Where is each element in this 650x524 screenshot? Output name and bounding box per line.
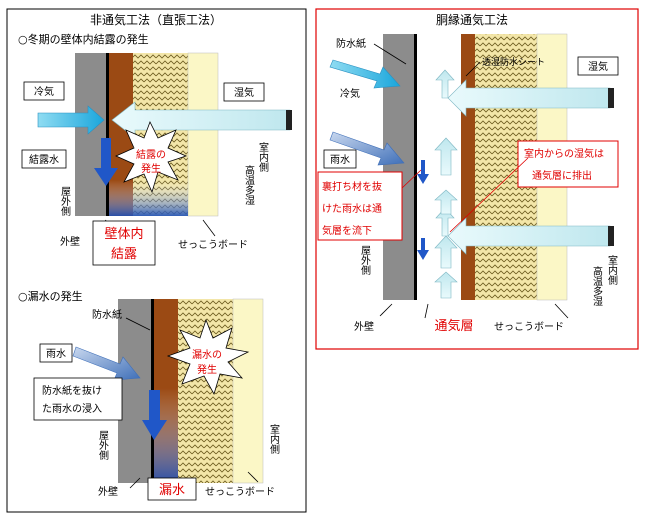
r-waterproof-leader — [373, 43, 407, 65]
top-diagram: ○冬期の壁体内結露の発生 冷気 湿気 結露水 結露の 発生 — [18, 32, 292, 266]
r-sheet-leader — [465, 61, 481, 77]
penetration-text-2: た雨水の浸入 — [42, 403, 102, 415]
inside-side-label-2: 室内側 — [268, 423, 280, 454]
indoor-moisture-text-2: 通気層に排出 — [532, 169, 592, 182]
r-moisture-box — [577, 56, 619, 76]
outer-wall-layer-2 — [118, 299, 154, 483]
outside-side-label-2: 屋外側 — [97, 430, 109, 460]
top-heading: ○冬期の壁体内結露の発生 — [18, 32, 149, 46]
r-moisture-arrow-bottom — [447, 217, 611, 255]
r-moisture-up-top — [435, 69, 455, 99]
gypsum-leader-2 — [247, 471, 259, 483]
waterproof-line — [106, 53, 109, 216]
r-cold-air-arrow — [329, 59, 401, 89]
leak-result-text: 漏水 — [159, 482, 185, 498]
r-gypsum-label: せっこうボード — [494, 321, 564, 333]
result-text-2: 結露 — [111, 247, 137, 262]
r-moisture-up-bottom — [435, 207, 455, 237]
left-title: 非通気工法（直張工法） — [90, 12, 222, 27]
leak-arrow — [142, 390, 167, 440]
leak-burst-text-1: 漏水の — [192, 349, 222, 361]
inside-side-label: 室内側 — [257, 141, 269, 172]
bottom-diagram: ○漏水の発生 防水紙 雨水 防水紙を抜け た雨水の浸入 漏水の 発生 屋外側 — [18, 289, 280, 501]
vent-up-arrow-3 — [434, 271, 458, 299]
r-cold-air-label: 冷気 — [340, 87, 360, 100]
result-box — [92, 220, 156, 266]
r-moisture-tail-bottom — [608, 226, 614, 246]
vent-up-arrow-1 — [434, 137, 458, 176]
waterproof-label: 防水紙 — [92, 308, 122, 321]
cold-air-arrow — [37, 105, 105, 135]
result-text-1: 壁体内 — [104, 226, 143, 242]
penetration-text-1: 防水紙を抜け — [42, 384, 102, 397]
burst-text-2: 発生 — [141, 162, 161, 175]
condensation-label: 結露水 — [29, 153, 59, 166]
rain-flow-text-3: 気層を流下 — [322, 224, 372, 237]
vent-up-arrow-4 — [434, 189, 458, 215]
outer-wall-layer — [75, 53, 109, 216]
r-waterproof-label: 防水紙 — [336, 37, 366, 50]
moisture-box — [223, 82, 265, 102]
r-vent-leader — [424, 303, 429, 319]
condensation-box — [21, 149, 67, 169]
r-waterproof-line — [414, 34, 417, 300]
leak-burst — [166, 318, 250, 396]
r-rain-label: 雨水 — [330, 154, 350, 166]
r-moisture-tail-top — [608, 88, 614, 108]
rain-flow-text-2: けた雨水は通 — [322, 203, 382, 215]
gypsum-leader — [202, 219, 216, 237]
moisture-label: 湿気 — [234, 86, 254, 99]
outer-wall-label-2: 外壁 — [98, 485, 118, 498]
burst-text-1: 結露の — [136, 148, 166, 161]
rain-label: 雨水 — [46, 348, 66, 360]
left-panel: 非通気工法（直張工法） ○冬期の壁体内結露の発生 冷気 湿気 結露水 — [6, 8, 307, 513]
r-vent-layer-label: 通気層 — [434, 318, 473, 334]
r-moisture-arrow-top — [447, 79, 611, 117]
rain-flow-text-1: 裏打ち材を抜 — [322, 180, 382, 193]
condensation-zone — [109, 180, 188, 216]
r-sheet-label: 透湿防水シート — [482, 56, 545, 68]
right-title: 胴縁通気工法 — [436, 12, 508, 27]
gypsum-label: せっこうボード — [178, 239, 248, 251]
leak-result-box — [147, 477, 197, 501]
moisture-arrow-tail — [286, 110, 292, 130]
vent-up-arrow-2 — [434, 235, 458, 269]
rain-flow-pointer — [401, 169, 422, 189]
r-rain-box — [323, 149, 357, 169]
r-rain-arrow — [329, 131, 405, 166]
penetration-box — [33, 377, 123, 421]
gypsum-layer — [187, 52, 219, 217]
condensation-burst — [115, 121, 188, 194]
bottom-heading: ○漏水の発生 — [18, 289, 83, 303]
r-gypsum-leader — [554, 303, 569, 319]
waterproof-leader — [125, 317, 151, 331]
leak-burst-text-2: 発生 — [197, 363, 217, 376]
cold-air-box — [23, 81, 65, 101]
vent-water-arrow-2 — [417, 238, 429, 260]
indoor-moisture-text-1: 室内からの湿気は — [524, 147, 604, 160]
right-panel: 胴縁通気工法 防水紙 透湿防水シート 冷気 湿気 雨水 — [315, 8, 639, 350]
gypsum-layer-2 — [232, 298, 264, 484]
outer-wall-leader-2 — [129, 477, 141, 489]
r-inside-side-label: 室内側 — [606, 254, 618, 285]
outer-wall-label: 外壁 — [60, 235, 80, 248]
outside-side-label: 屋外側 — [59, 186, 71, 216]
r-outside-side-label: 屋外側 — [359, 245, 371, 275]
vent-water-arrow-1 — [417, 160, 429, 184]
indoor-moisture-pointer — [449, 157, 529, 233]
r-outer-wall-label: 外壁 — [354, 320, 374, 333]
condensation-arrow — [94, 138, 118, 186]
r-moisture-label: 湿気 — [588, 60, 608, 73]
warm-humid-label: 高温多湿 — [243, 164, 255, 205]
cold-air-label: 冷気 — [34, 85, 54, 98]
r-warm-humid-label: 高温多湿 — [591, 265, 603, 306]
rain-box — [39, 343, 73, 363]
gypsum-label-2: せっこうボード — [205, 486, 275, 498]
rain-arrow — [72, 346, 141, 381]
moisture-arrow — [111, 101, 291, 139]
r-outer-wall-leader — [379, 303, 393, 317]
indoor-moisture-box — [517, 140, 619, 188]
rain-flow-box — [317, 171, 403, 241]
